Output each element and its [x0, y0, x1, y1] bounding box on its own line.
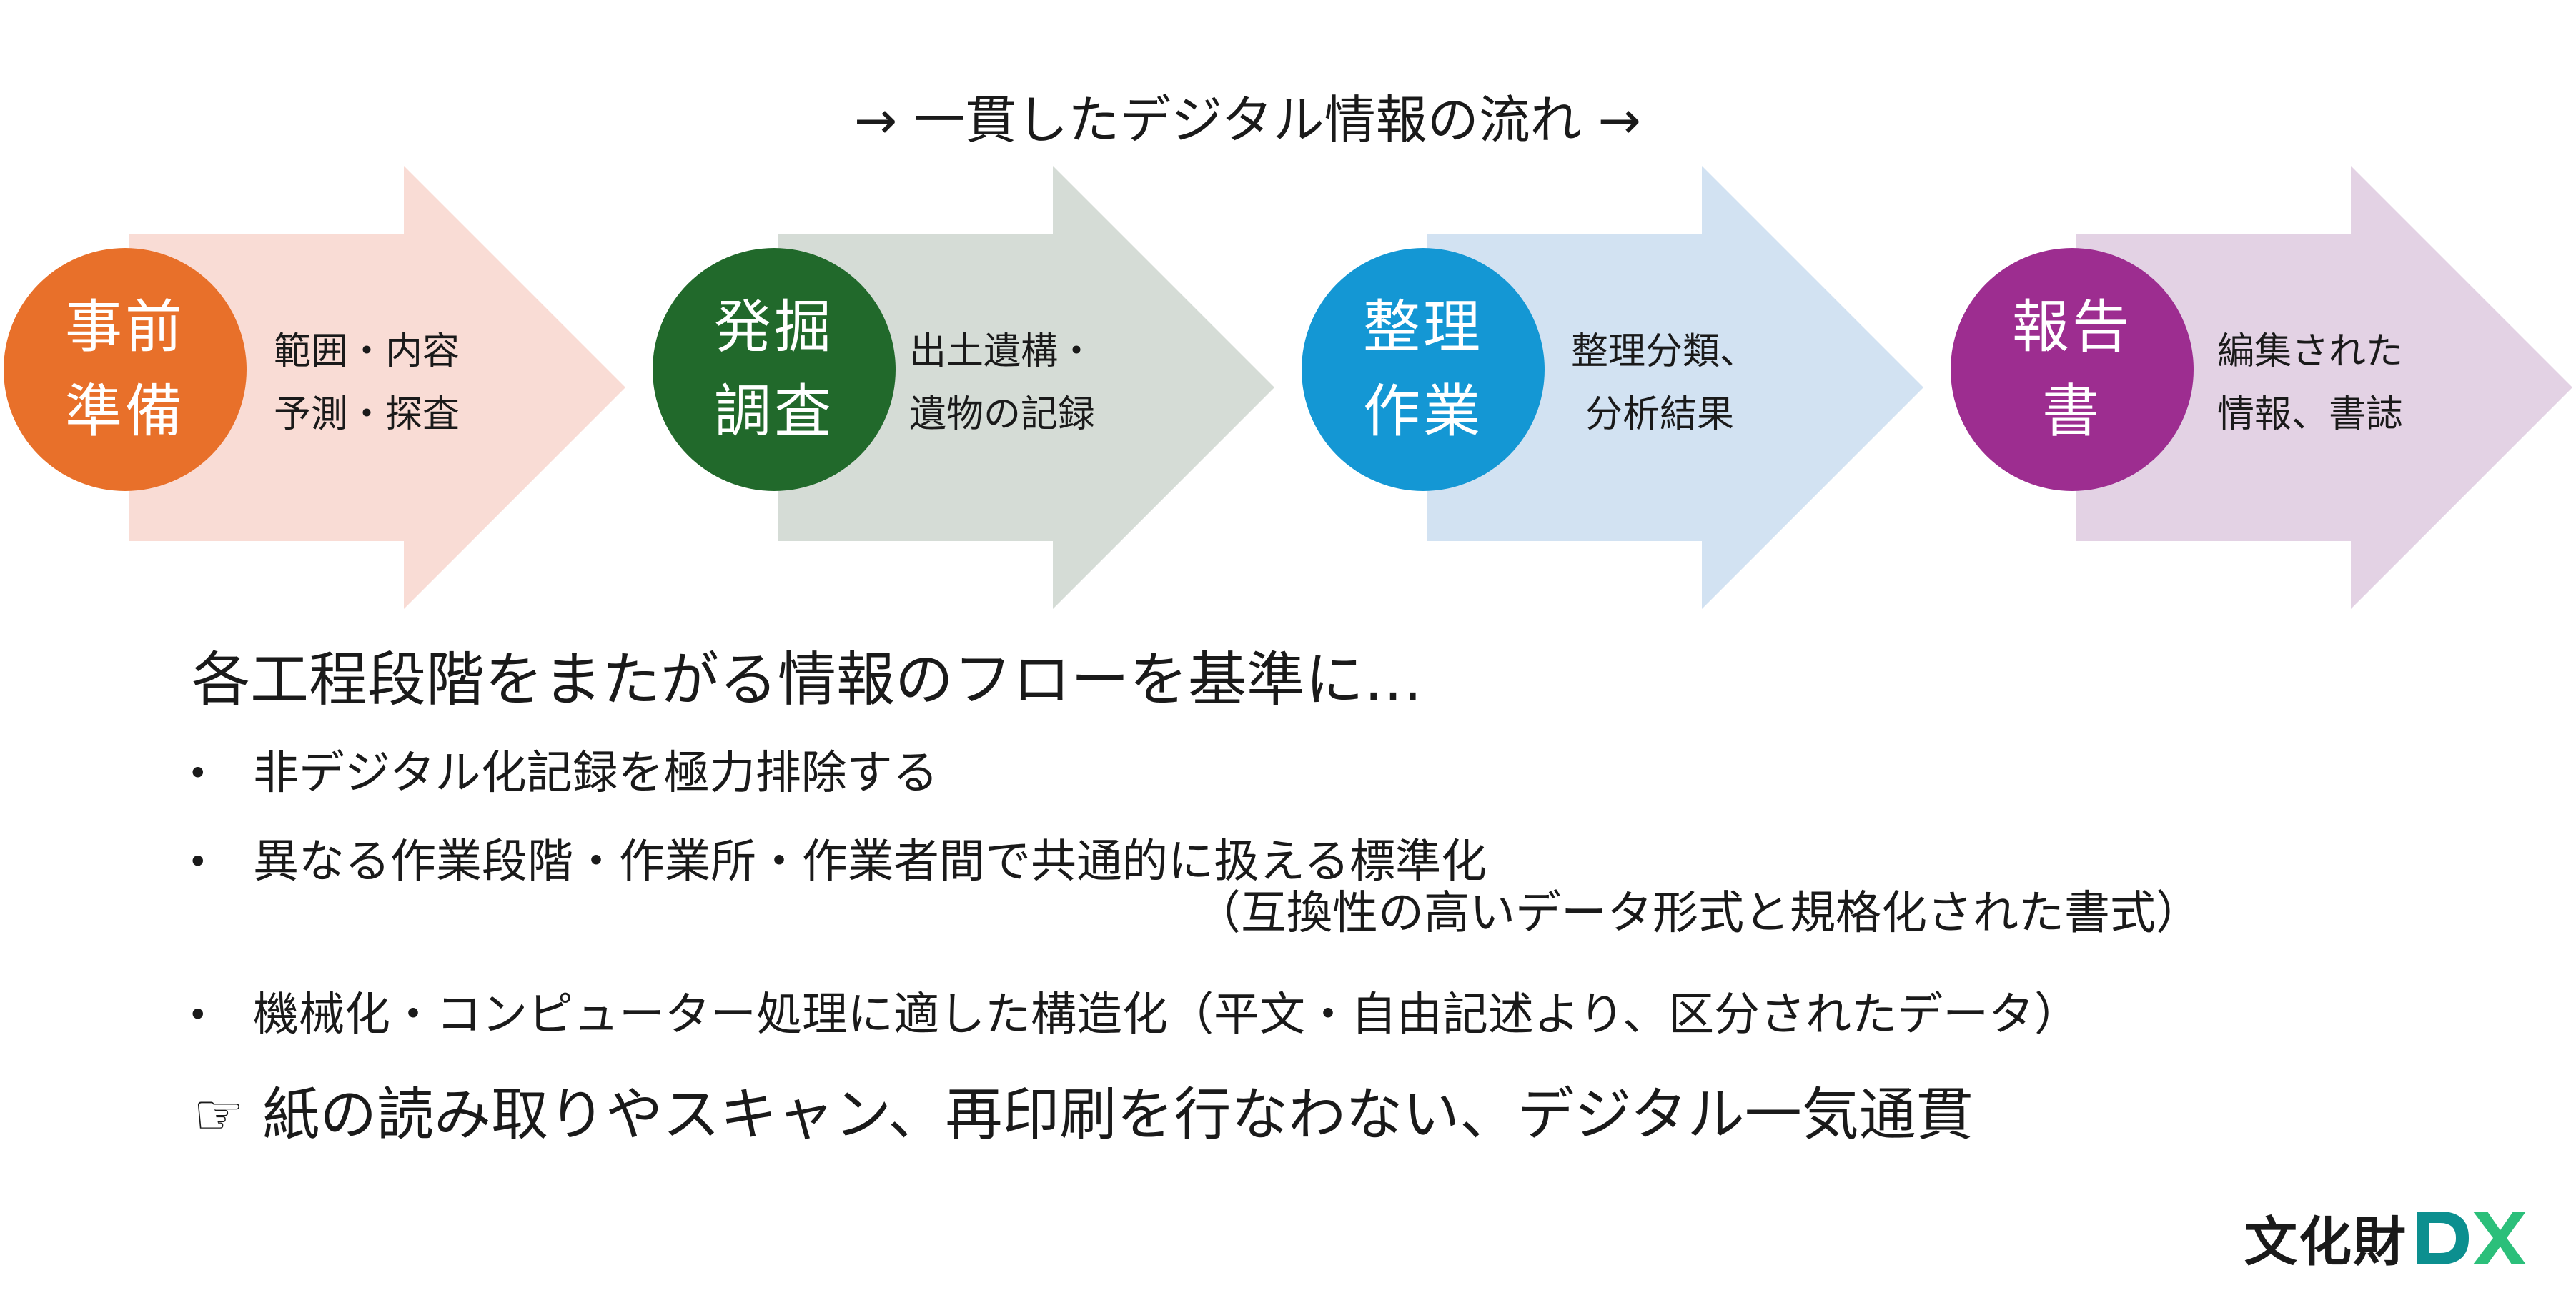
conclusion-text: ☞ 紙の読み取りやスキャン、再印刷を行なわない、デジタル一気通貫	[193, 1081, 1973, 1148]
arrow-shape-4	[2076, 166, 2572, 609]
step-desc-line1: 範囲・内容	[274, 330, 460, 373]
step-title-line2: 準備	[65, 378, 185, 445]
bullet-text: 異なる作業段階・作業所・作業者間で共通的に扱える標準化	[253, 836, 1487, 888]
step-desc-line2: 分析結果	[1585, 393, 1735, 436]
arrow-shape-1	[129, 166, 625, 609]
step-circle-1: 事前 準備	[4, 248, 247, 491]
bullet-item-3: • 機械化・コンピューター処理に適した構造化（平文・自由記述より、区分されたデータ…	[187, 981, 2080, 1049]
step-circle-3: 整理 作業	[1302, 248, 1545, 491]
arrow-step-1	[68, 166, 625, 609]
arrow-shape-3	[1427, 166, 1923, 609]
step-desc-line1: 出土遺構・	[909, 330, 1096, 373]
arrow-step-3	[1366, 166, 1923, 609]
logo-text: 文化財	[2244, 1212, 2407, 1273]
step-desc-line2: 予測・探査	[274, 393, 460, 436]
step-title-line1: 報告	[2012, 294, 2132, 360]
step-desc-2: 出土遺構・ 遺物の記録	[909, 320, 1095, 446]
bullet-dot: •	[187, 994, 209, 1036]
bullet-text: 機械化・コンピューター処理に適した構造化（平文・自由記述より、区分されたデータ）	[253, 989, 2081, 1041]
arrow-step-2	[717, 166, 1274, 609]
step-circle-4: 報告 書	[1951, 248, 2194, 491]
step-title-line1: 発掘	[714, 294, 834, 360]
logo: 文化財	[2244, 1199, 2526, 1276]
step-title-line1: 事前	[65, 294, 185, 360]
bullet-dot: •	[187, 753, 209, 794]
bullet-dot: •	[187, 841, 209, 883]
step-title-line2: 作業	[1363, 378, 1483, 445]
step-desc-3: 整理分類、 分析結果	[1571, 320, 1757, 446]
bullet-item-1: • 非デジタル化記録を極力排除する	[187, 739, 938, 808]
dx-logo-icon	[2417, 1211, 2526, 1264]
step-title-line1: 整理	[1363, 294, 1483, 360]
arrow-shape-2	[778, 166, 1274, 609]
step-desc-line1: 編集された	[2217, 330, 2404, 373]
arrow-step-4	[2015, 166, 2572, 609]
bullet-text: 非デジタル化記録を極力排除する	[253, 747, 938, 800]
step-desc-line2: 遺物の記録	[909, 393, 1096, 436]
step-title-line2: 調査	[714, 378, 834, 445]
step-desc-4: 編集された 情報、書誌	[2217, 320, 2403, 446]
main-heading: 各工程段階をまたがる情報のフローを基準に…	[192, 646, 1423, 714]
bullet-subtext: （互換性の高いデータ形式と規格化された書式）	[1195, 887, 2201, 940]
step-circle-2: 発掘 調査	[653, 248, 896, 491]
step-title-line2: 書	[2042, 378, 2102, 445]
bullet-item-2: • 異なる作業段階・作業所・作業者間で共通的に扱える標準化	[187, 828, 1487, 896]
step-desc-line2: 情報、書誌	[2217, 393, 2404, 436]
flow-title: → 一貫したデジタル情報の流れ →	[854, 90, 1641, 150]
step-desc-1: 範囲・内容 予測・探査	[274, 320, 460, 446]
step-desc-line1: 整理分類、	[1571, 330, 1758, 373]
